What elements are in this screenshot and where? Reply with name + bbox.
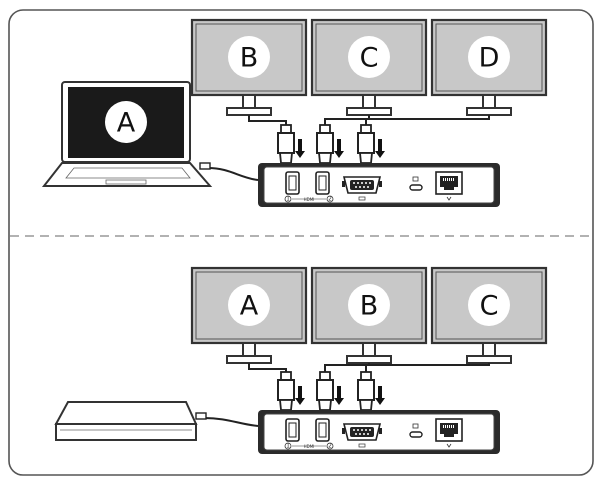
monitor-a: A (190, 266, 308, 365)
hdmi-caption: HDMI (304, 197, 315, 202)
laptop-cable-bottom (203, 417, 259, 427)
monitor-d: D (430, 18, 548, 117)
closed-laptop (54, 401, 198, 441)
laptop-badge (105, 101, 147, 143)
hdmi-port-2-number: 2 (328, 196, 332, 203)
hdmi-port-1-number: 1 (286, 196, 290, 203)
monitor-b: B (190, 18, 308, 117)
monitor-a-label: A (240, 291, 259, 322)
hdmi-port-2-number-bottom: 2 (328, 443, 332, 450)
docking-station-bottom: 1 2 HDMI (257, 409, 501, 455)
laptop: A (41, 81, 213, 187)
laptop-label: A (117, 108, 136, 139)
laptop-cable (207, 167, 259, 181)
monitor-c-label: C (360, 43, 379, 74)
cable-b (248, 115, 287, 127)
top-scene: A B C D 1 2 (41, 18, 548, 208)
monitor-c-bottom-label: C (480, 291, 499, 322)
monitor-b-label: B (240, 43, 259, 74)
hdmi-caption-bottom: HDMI (304, 444, 315, 449)
monitor-b-bottom: B (310, 266, 428, 365)
monitor-d-label: D (479, 43, 500, 74)
cable-d (365, 115, 490, 127)
cable-c (324, 115, 370, 127)
monitor-b-bottom-label: B (360, 291, 379, 322)
monitor-c-bottom: C (430, 266, 548, 365)
hdmi-port-1-number-bottom: 1 (286, 443, 290, 450)
cable-c-bottom (365, 363, 490, 374)
docking-station: 1 2 HDMI (257, 162, 501, 208)
monitor-c: C (310, 18, 428, 117)
bottom-scene: A B C 1 2 HDMI (54, 266, 548, 455)
